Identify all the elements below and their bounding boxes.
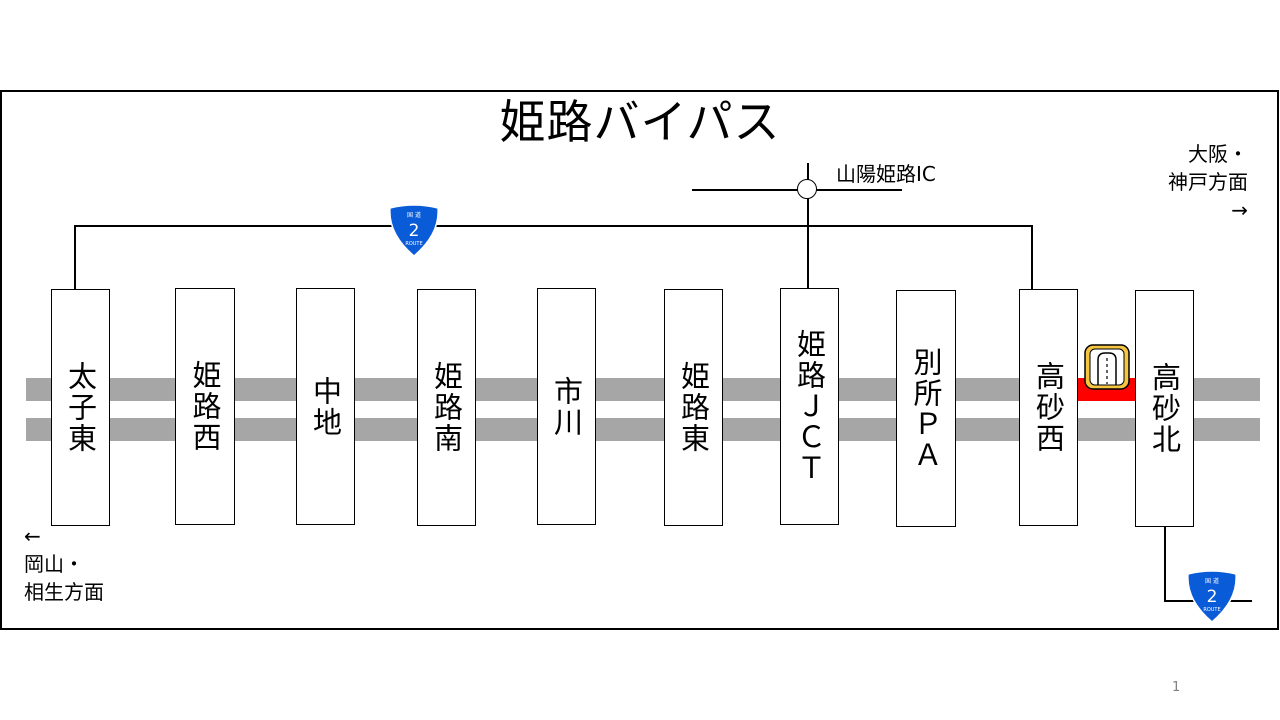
- direction-east-arrow: →: [1231, 198, 1248, 222]
- direction-west-line1: 岡山・: [24, 552, 84, 576]
- station-takasago-nishi: 高砂西: [1019, 289, 1078, 526]
- station-nakachi: 中地: [296, 288, 355, 525]
- route2-line-west-drop: [74, 225, 76, 290]
- direction-west-arrow: ←: [24, 524, 41, 548]
- station-name: 高砂西: [1031, 361, 1066, 454]
- station-name: 中地: [308, 375, 343, 438]
- station-name: 太子東: [63, 361, 98, 454]
- page-number: 1: [1172, 680, 1181, 695]
- station-takasago-kita: 高砂北: [1135, 290, 1194, 527]
- diagram-title: 姫路バイパス: [499, 95, 781, 149]
- direction-west-line2: 相生方面: [24, 580, 104, 604]
- station-ichikawa: 市川: [537, 288, 596, 525]
- station-name: 市川: [549, 375, 584, 438]
- sanyo-ic-node: [797, 179, 817, 199]
- jct-connector-line: [807, 163, 809, 290]
- station-taishi-higashi: 太子東: [51, 289, 110, 526]
- station-name: 高砂北: [1147, 362, 1182, 455]
- direction-east-label: 大阪・ 神戸方面 →: [1130, 140, 1248, 224]
- station-bessho-pa: 別所ＰＡ: [896, 290, 956, 527]
- station-himeji-jct: 姫路ＪＣＴ: [780, 288, 839, 525]
- station-himeji-higashi: 姫路東: [664, 289, 723, 526]
- station-name: 姫路ＪＣＴ: [792, 329, 827, 484]
- diagram-frame: [0, 90, 1279, 630]
- route-badge-top-text: 国 道: [407, 211, 421, 219]
- route2-line-east-drop: [1031, 225, 1033, 290]
- route-2-shield-icon: 国 道 2 ROUTE: [389, 204, 439, 257]
- station-name: 別所ＰＡ: [909, 346, 943, 471]
- route2-line-horizontal: [74, 225, 1032, 227]
- station-name: 姫路西: [188, 360, 222, 453]
- station-name: 姫路南: [429, 361, 464, 454]
- takasago-kita-drop-line: [1164, 527, 1166, 601]
- route-badge-bottom-text: ROUTE: [405, 241, 422, 247]
- sanyo-ic-label: 山陽姫路IC: [836, 162, 936, 186]
- route-badge-bottom-text: ROUTE: [1203, 607, 1220, 613]
- station-name: 姫路東: [676, 361, 711, 454]
- direction-west-label: ← 岡山・ 相生方面: [24, 522, 164, 606]
- direction-east-line2: 神戸方面: [1168, 170, 1248, 194]
- route-2-shield-icon: 国 道 2 ROUTE: [1187, 570, 1237, 623]
- tollgate-icon: [1084, 344, 1130, 390]
- route-badge-number: 2: [409, 221, 420, 241]
- route-badge-number: 2: [1207, 587, 1218, 607]
- direction-east-line1: 大阪・: [1188, 142, 1248, 166]
- route-badge-top-text: 国 道: [1205, 577, 1219, 585]
- station-himeji-nishi: 姫路西: [175, 288, 235, 525]
- station-himeji-minami: 姫路南: [417, 289, 476, 526]
